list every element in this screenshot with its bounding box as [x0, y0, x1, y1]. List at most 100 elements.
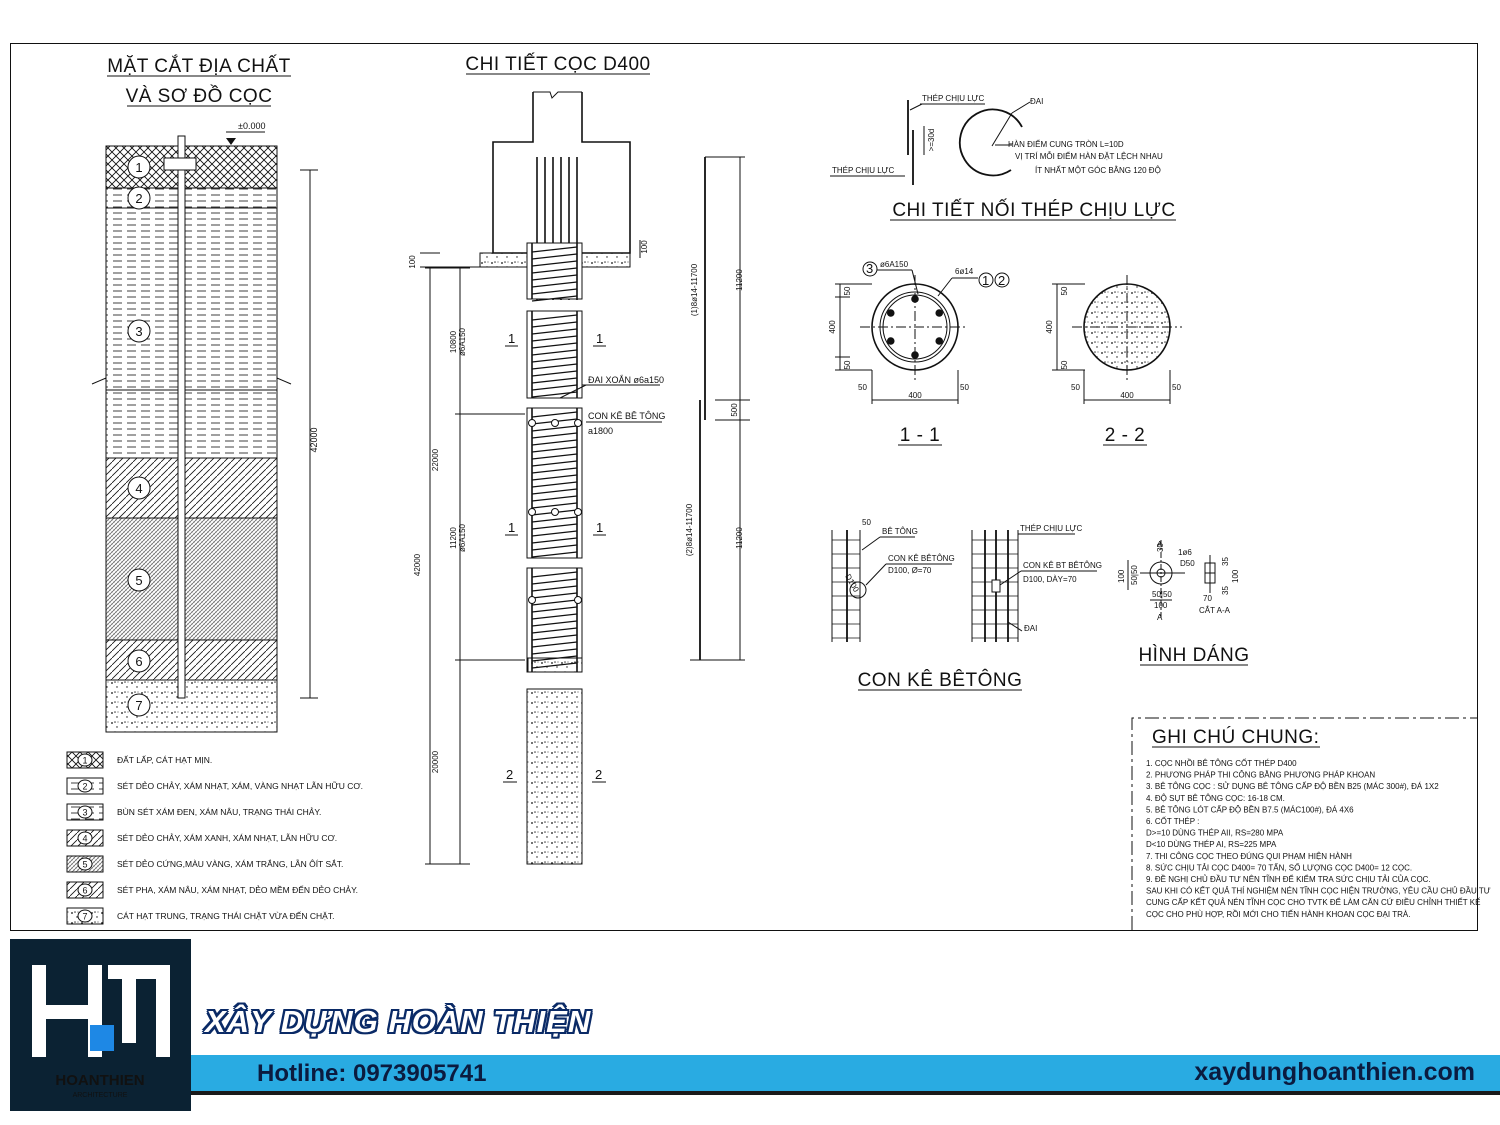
- pile-spiral-note: ĐAI XOẮN ø6a150: [588, 375, 664, 385]
- section-rebar: [935, 309, 944, 317]
- spiral-turn: [531, 488, 578, 495]
- spacer-block: [551, 419, 559, 427]
- legend-swatch-circle: [77, 883, 93, 897]
- shape-cut-aa: CẮT A-A: [1199, 606, 1231, 615]
- sec11-c2: 2: [998, 273, 1005, 288]
- geo-layer-circle: [127, 319, 151, 343]
- legend-text: SÉT DẺO CỨNG,MÀU VÀNG, XÁM TRẮNG, LẪN ÔÍ…: [117, 858, 343, 869]
- pile-dim-42000: 42000: [413, 553, 422, 576]
- legend-number: 1: [82, 756, 87, 766]
- bar-dim-11200-top: 11200: [735, 269, 744, 291]
- spiral-turn: [531, 627, 578, 634]
- geo-layer-number: 1: [135, 160, 142, 175]
- note-line: 5. BÊ TÔNG LÓT CẤP ĐỘ BỀN B7.5 (MÁC100#)…: [1146, 804, 1354, 814]
- spiral-turn: [531, 246, 578, 253]
- sec11-title: 1 - 1: [900, 425, 941, 446]
- spiral-turn: [531, 481, 578, 488]
- notes-title: GHI CHÚ CHUNG:: [1152, 726, 1319, 748]
- shape-d70: 70: [1203, 594, 1212, 603]
- spiral-turn: [531, 641, 578, 648]
- shape-d30: 30: [1156, 543, 1165, 552]
- geo-layer-circle: [127, 476, 151, 500]
- note-line: 9. ĐỀ NGHỊ CHỦ ĐẦU TƯ NÊN TĨNH ĐỂ KIỂM T…: [1146, 874, 1431, 884]
- legend-number: 4: [82, 834, 87, 844]
- spiral-turn: [531, 571, 578, 578]
- splice-note-3: ÍT NHẤT MỘT GÓC BẰNG 120 ĐỘ: [1035, 165, 1161, 175]
- spiral-turn: [531, 295, 578, 302]
- spiral-turn: [531, 411, 578, 418]
- bar2-label: (2)8ø14-11700: [685, 503, 694, 556]
- spacer-concrete: BÊ TÔNG: [882, 527, 918, 536]
- website-link[interactable]: xaydunghoanthien.com: [1194, 1058, 1475, 1086]
- cut-1-left-bot: 1: [508, 520, 515, 535]
- legend-text: SÉT DẺO CHẢY, XÁM NHẠT, XÁM, VÀNG NHẠT L…: [117, 780, 363, 791]
- shape-detail: A A 30 1ø6 D50 100 50|50 50|50 100 35 10…: [1117, 540, 1249, 666]
- drawing-frame: [10, 43, 1478, 931]
- spacer-block: [574, 508, 582, 516]
- pile-segment: [526, 567, 583, 673]
- spiral-turn: [531, 274, 578, 281]
- splice-note-1: HÀN ĐIỂM CUNG TRÒN L=10D: [1008, 140, 1124, 149]
- spiral-turn: [531, 648, 578, 655]
- splice-main-bar-top: THÉP CHỊU LỰC: [922, 94, 984, 103]
- spiral-turn: [531, 446, 578, 453]
- spiral-turn: [531, 453, 578, 460]
- cut-1-left-top: 1: [508, 331, 515, 346]
- section-1-1: 3 ø6A150 6ø14 1 2 50 400 50 50 50 400 1 …: [828, 260, 1010, 446]
- geo-layer-number: 2: [135, 191, 142, 206]
- legend-number: 2: [82, 782, 87, 792]
- sec11-d50-bot: 50: [843, 360, 852, 369]
- spiral-turn: [531, 267, 578, 274]
- pile-dim-10800: 10800: [449, 330, 458, 353]
- note-line: 1. CỌC NHỒI BÊ TÔNG CỐT THÉP D400: [1146, 758, 1297, 768]
- geo-layer-number: 4: [135, 481, 142, 496]
- spacer-label-1: CON KÊ BÊTÔNG: [888, 554, 955, 563]
- spacer2-label-1: CON KÊ BT BÊTÔNG: [1023, 561, 1102, 570]
- section-rebar: [911, 351, 919, 359]
- legend-swatch-circle: [77, 857, 93, 871]
- pile-dim-22000: 22000: [431, 448, 440, 471]
- cut-2-right: 2: [595, 767, 602, 782]
- geo-title-line1: MẶT CẮT ĐỊA CHẤT: [107, 55, 291, 77]
- spiral-turn: [531, 502, 578, 509]
- legend-swatch-circle: [77, 909, 93, 923]
- splice-note-2: VỊ TRÍ MỖI ĐIỂM HÀN ĐẶT LỆCH NHAU: [1015, 152, 1163, 161]
- sec11-d400-v: 400: [828, 320, 837, 334]
- splice-detail: THÉP CHỊU LỰC THÉP CHỊU LỰC >=30d ĐAI HÀ…: [830, 94, 1176, 221]
- spiral-turn: [531, 356, 578, 363]
- spacer-d50: 50: [862, 518, 871, 527]
- note-line: D>=10 DÙNG THÉP AII, RS=280 MPA: [1146, 829, 1284, 838]
- spacer-detail: 50 BÊ TÔNG CON KÊ BÊTÔNG D100, Ø=70 D100…: [831, 518, 1102, 691]
- spiral-turn: [531, 585, 578, 592]
- hotline[interactable]: Hotline: 0973905741: [257, 1060, 487, 1087]
- legend-number: 5: [82, 860, 87, 870]
- spiral-turn: [531, 634, 578, 641]
- sec11-c3: 3: [866, 261, 873, 276]
- pile-dim-a150-top: ø6A150: [458, 327, 467, 356]
- geo-depth: 42000: [309, 427, 319, 452]
- spiral-turn: [531, 342, 578, 349]
- legend-number: 6: [82, 886, 87, 896]
- geo-layer-circle: [127, 186, 151, 210]
- splice-main-bar-left: THÉP CHỊU LỰC: [832, 166, 894, 175]
- spiral-turn: [531, 460, 578, 467]
- spiral-turn: [531, 288, 578, 295]
- shape-d5050-h: 50|50: [1152, 590, 1172, 599]
- spiral-turn: [531, 260, 578, 267]
- note-line: 2. PHƯƠNG PHÁP THI CÔNG BẰNG PHƯƠNG PHÁP…: [1146, 771, 1375, 780]
- sec11-c1: 1: [982, 273, 989, 288]
- note-line: 6. CỐT THÉP :: [1146, 816, 1199, 826]
- note-line: 4. ĐỘ SỤT BÊ TÔNG CỌC: 16-18 CM.: [1146, 794, 1285, 803]
- geo-level: ±0.000: [238, 121, 265, 131]
- note-line: CUNG CẤP KẾT QUẢ NÉN TĨNH CỌC CHO TVTK Đ…: [1146, 897, 1480, 907]
- note-line: D<10 DÙNG THÉP AI, RS=225 MPA: [1146, 840, 1277, 849]
- shape-a-bot: A: [1157, 613, 1163, 622]
- spacer-label-2: D100, Ø=70: [888, 566, 932, 575]
- spiral-turn: [531, 321, 578, 328]
- spacer-block: [528, 596, 536, 604]
- geo-layer-number: 6: [135, 654, 142, 669]
- bar-dim-11200-bot: 11200: [735, 527, 744, 549]
- logo-text: HOANTHIEN: [55, 1072, 144, 1089]
- spiral-turn: [531, 620, 578, 627]
- spiral-turn: [531, 495, 578, 502]
